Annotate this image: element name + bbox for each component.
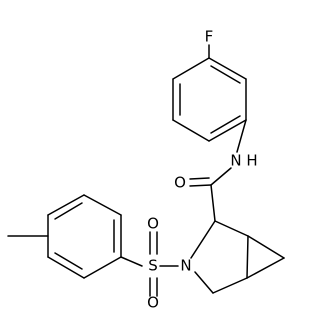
bond-ring1-4 xyxy=(172,119,210,142)
bond-c4-n xyxy=(194,271,214,294)
bond-c-o-2 xyxy=(189,177,210,180)
bond-c5-c4 xyxy=(212,277,248,294)
atom-ring-nitrogen: N xyxy=(180,257,191,275)
bonds xyxy=(7,44,285,297)
atom-amide-hydrogen: H xyxy=(246,152,257,170)
bond-ring1-6 xyxy=(172,57,210,80)
atom-amide-nitrogen: N xyxy=(230,152,241,170)
bond-ring1-3 xyxy=(208,119,247,142)
bond-ring1-inner-a xyxy=(210,65,241,84)
atom-sulfonyl-oxygen-bottom: O xyxy=(147,294,159,310)
bond-ring1-n xyxy=(236,119,247,153)
bond-ring1-inner-b xyxy=(210,115,241,134)
bond-s-ring2 xyxy=(120,256,143,267)
molecule-diagram: F N H O N S O O xyxy=(7,28,285,310)
bond-ring2-inner-b xyxy=(54,202,83,220)
atom-labels: F N H O N S O O xyxy=(147,28,258,310)
bond-c1-c5 xyxy=(246,235,249,279)
bond-c-o-1 xyxy=(189,184,212,187)
bond-c2-n xyxy=(190,220,216,259)
bond-ring2-inner-c xyxy=(54,252,83,270)
bond-c1-c6 xyxy=(247,235,285,259)
bond-ring2-5 xyxy=(47,256,85,279)
bond-c2-c1 xyxy=(214,220,249,237)
bond-ring2-2 xyxy=(83,194,122,216)
atom-fluorine: F xyxy=(205,28,214,46)
bond-n-carbonyl xyxy=(210,167,232,186)
bond-ring1-1 xyxy=(208,57,247,80)
atom-carbonyl-oxygen: O xyxy=(174,174,186,192)
bond-c5-c6 xyxy=(246,257,285,279)
atom-sulfonyl-oxygen-top: O xyxy=(147,215,159,233)
structure-canvas: F N H O N S O O xyxy=(7,27,285,310)
bond-carbonyl-c2 xyxy=(210,184,216,222)
bond-ring2-6 xyxy=(83,256,122,279)
atom-sulfur: S xyxy=(148,257,158,275)
bond-ring2-3 xyxy=(47,194,85,216)
